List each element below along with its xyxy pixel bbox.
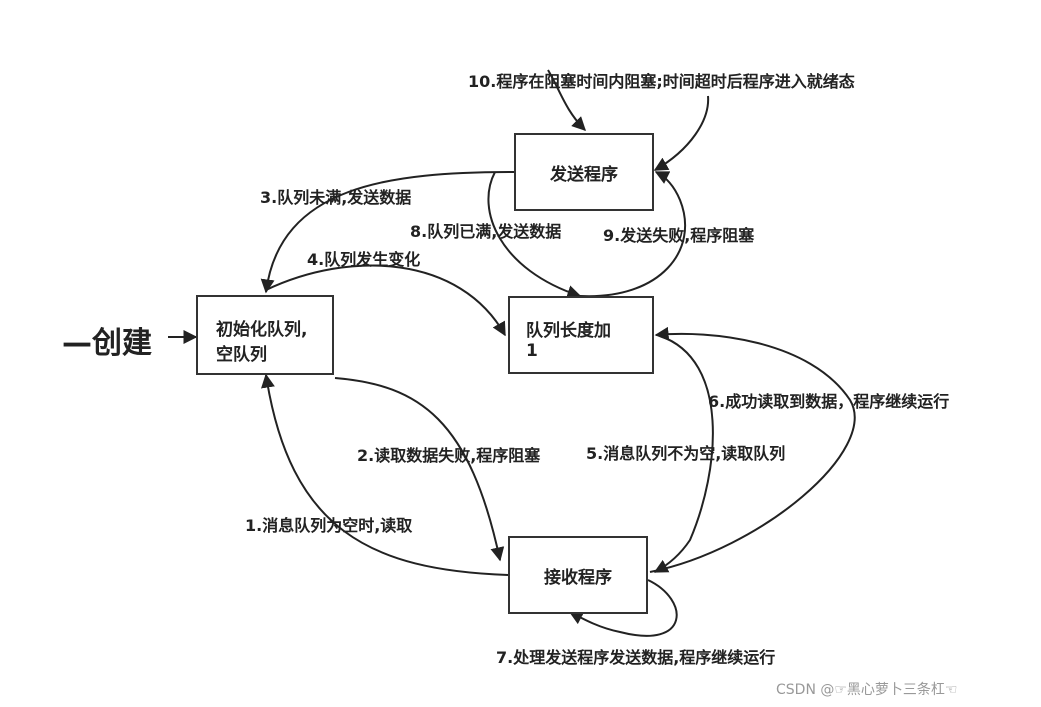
node-receive-program: 接收程序 [508, 536, 648, 614]
node-queue-length-line2: 1 [526, 341, 538, 361]
edge-label-7: 7.处理发送程序发送数据,程序继续运行 [496, 648, 776, 667]
edge-label-8: 8.队列已满,发送数据 [410, 222, 562, 241]
edge-label-1: 1.消息队列为空时,读取 [245, 516, 413, 535]
edge-10-right-arrow [653, 95, 710, 171]
edge-6-arrow [649, 326, 856, 573]
node-queue-length-line1: 队列长度加 [526, 321, 611, 341]
node-send-program: 发送程序 [514, 133, 654, 211]
edge-8-arrow [487, 171, 582, 299]
edge-3-arrow [260, 171, 515, 294]
edge-label-3: 3.队列未满,发送数据 [260, 188, 412, 207]
edge-label-9: 9.发送失败,程序阻塞 [603, 226, 755, 245]
node-recv-label: 接收程序 [544, 567, 612, 588]
edge-5-arrow [653, 335, 714, 573]
edge-label-2: 2.读取数据失败,程序阻塞 [357, 446, 541, 465]
node-send-label: 发送程序 [550, 164, 618, 185]
edge-9-arrow [579, 171, 686, 298]
edge-2-arrow [334, 377, 505, 562]
node-init-label-line2: 空队列 [216, 345, 267, 365]
edge-4-arrow [265, 264, 506, 337]
edge-label-5: 5.消息队列不为空,读取队列 [586, 444, 786, 463]
edge-10-left-arrow [547, 69, 586, 131]
watermark: CSDN @☞黑心萝卜三条杠☜ [776, 682, 958, 698]
node-queue-length: 队列长度加 1 [508, 296, 654, 374]
edge-label-10: 10.程序在阻塞时间内阻塞;时间超时后程序进入就绪态 [468, 72, 855, 91]
edge-label-6: 6.成功读取到数据，程序继续运行 [708, 392, 950, 411]
node-init-queue: 初始化队列, 空队列 [196, 295, 334, 375]
edge-label-4: 4.队列发生变化 [307, 250, 421, 269]
node-init-label-line1: 初始化队列, [216, 320, 308, 340]
start-create-label: —创建 [62, 326, 152, 361]
edge-1-arrow [261, 373, 509, 576]
edge-7-arrow [568, 579, 678, 637]
